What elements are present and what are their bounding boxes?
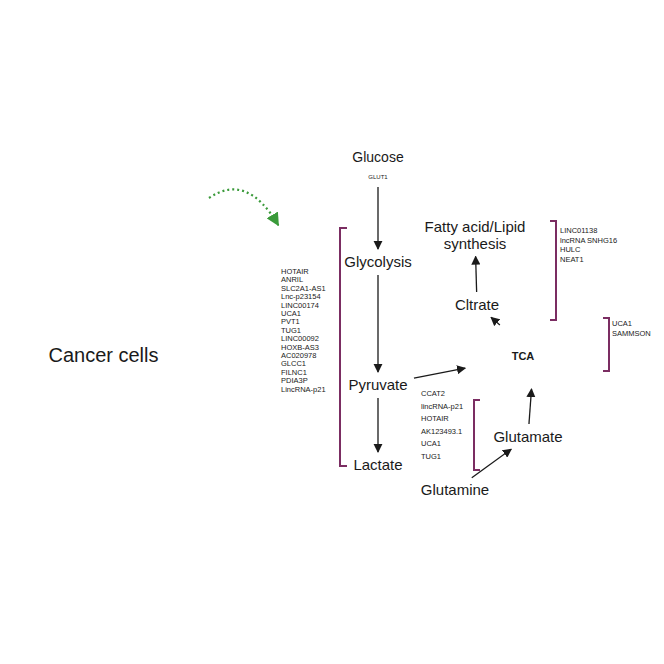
metabolite-label: Glutamate <box>489 426 567 448</box>
lncrna-name: NEAT1 <box>560 256 584 264</box>
dotted-arrow <box>209 189 278 225</box>
lncrna-name: PDIA3P <box>281 377 308 385</box>
lncrna-name: HOXB-AS3 <box>281 344 319 352</box>
metabolite-label: Glucose <box>348 147 408 168</box>
lncrna-name: UCA1 <box>281 310 301 318</box>
lncrna-name: TUG1 <box>281 327 301 335</box>
node-text: GLUT1 <box>368 174 387 181</box>
lncrna-name: UCA1 <box>421 440 441 448</box>
pathway-arrow <box>377 398 378 452</box>
lncrna-name: lincRNA-p21 <box>421 403 463 411</box>
node-text: Lactate <box>353 456 402 473</box>
lncrna-name: lncRNA SNHG16 <box>560 237 617 245</box>
pathway-arrow <box>472 449 511 478</box>
cluster-shape <box>0 178 207 313</box>
lncrna-name: LINC00174 <box>281 302 319 310</box>
node-text: Glucose <box>352 149 403 165</box>
pathway-arrow <box>476 256 477 292</box>
pathway-arrow <box>414 368 465 378</box>
pathway-step: Fatty acid/Lipid synthesis <box>406 216 544 255</box>
metabolite-label: Lactate <box>349 454 407 476</box>
lncrna-name: CCAT2 <box>421 390 445 398</box>
pathway-arrow <box>377 275 378 372</box>
node-text: Glutamine <box>421 481 489 498</box>
lncrna-name: HULC <box>560 246 580 254</box>
metabolite-label: Pyruvate <box>344 374 412 396</box>
lncrna-name: SLC2A1-AS1 <box>281 285 326 293</box>
bracket <box>474 400 480 470</box>
lncrna-name: AC020978 <box>281 352 316 360</box>
pathway-arrow <box>529 389 532 424</box>
node-text: Fatty acid/Lipid synthesis <box>410 218 540 253</box>
node-text: Glycolysis <box>344 253 412 270</box>
pathway-arrow <box>377 187 378 249</box>
lncrna-name: PVT1 <box>281 318 300 326</box>
bracket <box>550 221 556 320</box>
node-text: Pyruvate <box>348 376 407 393</box>
lncrna-name: HOTAIR <box>281 268 309 276</box>
lncrna-name: Lnc-p23154 <box>281 293 321 301</box>
lncrna-name: FILNC1 <box>281 369 307 377</box>
cell-cluster: Cancer cells <box>0 178 207 373</box>
lncrna-name: LINC01138 <box>560 227 597 235</box>
node-text: TCA <box>512 350 535 363</box>
lncrna-name: SAMMSON <box>612 330 651 338</box>
lncrna-name: LincRNA-p21 <box>281 386 326 394</box>
tca-cycle: TCA <box>496 344 550 369</box>
lncrna-name: GLCC1 <box>281 360 306 368</box>
node-text: Cltrate <box>455 296 499 313</box>
lncrna-name: LINC00092 <box>281 335 319 343</box>
bracket <box>603 318 609 371</box>
lncrna-name: UCA1 <box>612 320 632 328</box>
glut1-transporter: GLUT1 <box>361 169 395 185</box>
pathway-arrow <box>491 317 500 325</box>
pathway-step: Glycolysis <box>340 251 416 273</box>
lncrna-name: ANRIL <box>281 276 303 284</box>
lncrna-name: TUG1 <box>421 453 441 461</box>
lncrna-name: HOTAIR <box>421 415 449 423</box>
metabolite-label: Cltrate <box>451 294 504 316</box>
node-text: Cancer cells <box>48 344 158 367</box>
node-text: Glutamate <box>493 428 562 445</box>
lncrna-name: AK123493.1 <box>421 428 462 436</box>
mitochondrion: TCA <box>455 323 613 387</box>
metabolite-label: Glutamine <box>417 479 494 501</box>
